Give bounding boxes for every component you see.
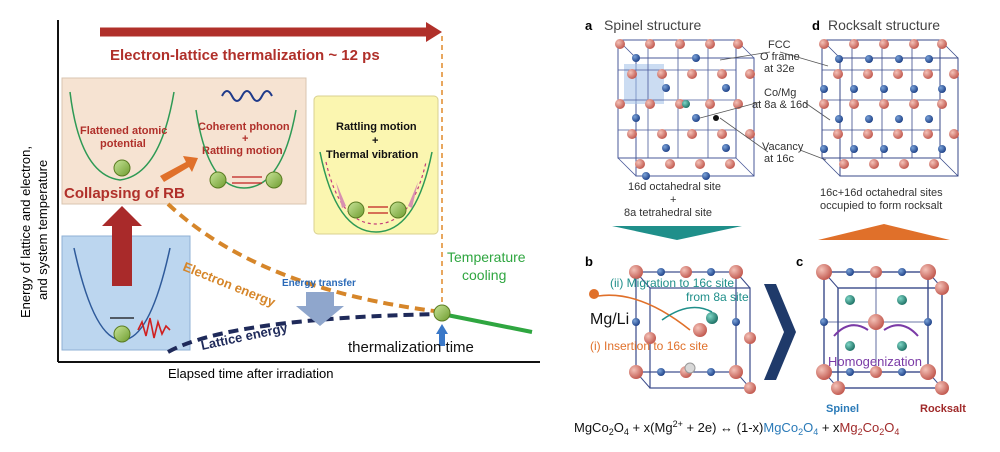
thermalization-point <box>433 304 451 322</box>
rocksalt-caption-2: occupied to form rocksalt <box>820 200 942 212</box>
coherent-potential-curve <box>195 109 297 189</box>
spinel-caption-1: 16d octahedral site <box>628 181 721 193</box>
panel-b-cube <box>629 265 756 394</box>
insertion-path <box>597 294 691 331</box>
coherent-label-1: Coherent phonon <box>198 121 290 133</box>
mgli-ion <box>589 289 599 299</box>
thermalization-label: Electron-lattice thermalization ~ 12 ps <box>110 47 380 64</box>
atom-ball-4 <box>347 201 365 219</box>
panel-d-letter: d <box>812 18 820 33</box>
transform-chevron <box>764 284 796 380</box>
coherent-plus: + <box>242 133 248 145</box>
laser-pulse-icon <box>137 317 171 339</box>
energy-transfer-arrow <box>296 292 344 326</box>
atom-ball-initial <box>113 325 131 343</box>
rattling-dashed-curve <box>325 161 427 225</box>
migration-label-1: (ii) Migration to 16c site <box>610 276 734 290</box>
reaction-equation: MgCo2O4 + x(Mg2+ + 2e) ↔ (1-x)MgCo2O4 + … <box>574 419 899 437</box>
thermalization-arrowhead <box>426 22 442 42</box>
homogenization-arrow-left <box>833 324 869 337</box>
atom-ball-3 <box>265 171 283 189</box>
panel-c-cube <box>816 264 949 395</box>
spinel-tag: Spinel <box>826 403 859 415</box>
spinel-down-arrow <box>612 226 742 240</box>
panel-b-letter: b <box>585 254 593 269</box>
vacancy-label-2: at 16c <box>764 153 794 165</box>
migration-path <box>661 306 713 321</box>
fcc-label-1: FCC <box>768 39 791 51</box>
y-axis-label-2: and system temperature <box>35 160 50 300</box>
thermalization-pointer <box>436 324 448 346</box>
energy-transfer-label: Energy transfer <box>282 278 356 289</box>
phonon-wave-icon <box>221 90 273 102</box>
vibration-fan-right <box>408 182 418 208</box>
panel-c-letter: c <box>796 254 803 269</box>
fcc-label-3: at 32e <box>764 63 795 75</box>
vibration-fan-left <box>336 182 346 208</box>
excitation-arrow-shaft <box>112 224 132 286</box>
spinel-title: Spinel structure <box>604 17 701 33</box>
cooling-line <box>441 312 533 334</box>
rattling-box <box>313 95 439 235</box>
rattling-plus: + <box>372 135 378 147</box>
rocksalt-title: Rocksalt structure <box>828 17 940 33</box>
panel-a-letter: a <box>585 18 593 33</box>
electron-energy-curve <box>166 202 443 314</box>
spinel-caption-2: + <box>670 194 676 206</box>
homogenization-arrow-right <box>883 324 919 337</box>
rattling-label-2: Thermal vibration <box>326 149 419 161</box>
transition-arrow <box>160 156 198 182</box>
collapsing-box <box>61 77 307 205</box>
x-axis-label: Elapsed time after irradiation <box>168 366 333 381</box>
collapsing-label: Collapsing of RB <box>64 185 185 202</box>
spinel-caption-3: 8a tetrahedral site <box>624 207 712 219</box>
rocksalt-lattice <box>819 39 959 177</box>
atom-ball-5 <box>389 201 407 219</box>
vacancy-label-1: Vacancy <box>762 141 804 153</box>
rocksalt-up-arrow <box>818 224 950 240</box>
rattling-potential-curve <box>319 151 433 233</box>
flattened-label-1: Flattened atomic <box>80 125 167 137</box>
y-axis-label-1: Energy of lattice and electron, <box>18 146 33 318</box>
mgli-label: Mg/Li <box>590 311 629 328</box>
flattened-label-2: potential <box>100 138 146 150</box>
atom-ball-2 <box>209 171 227 189</box>
rocksalt-tag: Rocksalt <box>920 403 966 415</box>
insertion-label: (i) Insertion to 16c site <box>590 339 708 353</box>
excitation-arrow-head <box>102 206 142 226</box>
temperature-label-1: Temperature <box>447 249 526 265</box>
como-label-1: Co/Mg <box>764 87 796 99</box>
rocksalt-caption-1: 16c+16d octahedral sites <box>820 187 943 199</box>
fcc-label-2: O frame <box>760 51 800 63</box>
coherent-label-2: Rattling motion <box>202 145 283 157</box>
temperature-label-2: cooling <box>462 267 506 283</box>
homogenization-label: Homogenization <box>828 354 922 369</box>
migration-label-2: from 8a site <box>686 290 749 304</box>
atom-ball-1 <box>113 159 131 177</box>
left-panel: Energy of lattice and electron, and syst… <box>18 20 540 381</box>
lattice-energy-curve <box>167 312 443 354</box>
flattened-potential-curve <box>69 91 175 181</box>
como-label-2: at 8a & 16d <box>752 99 808 111</box>
rattling-label-1: Rattling motion <box>336 121 417 133</box>
spinel-lattice <box>615 39 755 180</box>
thermalization-time-label: thermalization time <box>348 339 474 356</box>
lattice-energy-label: Lattice energy <box>200 320 290 353</box>
right-panel: a Spinel structure d Rocksalt structure <box>574 17 966 437</box>
